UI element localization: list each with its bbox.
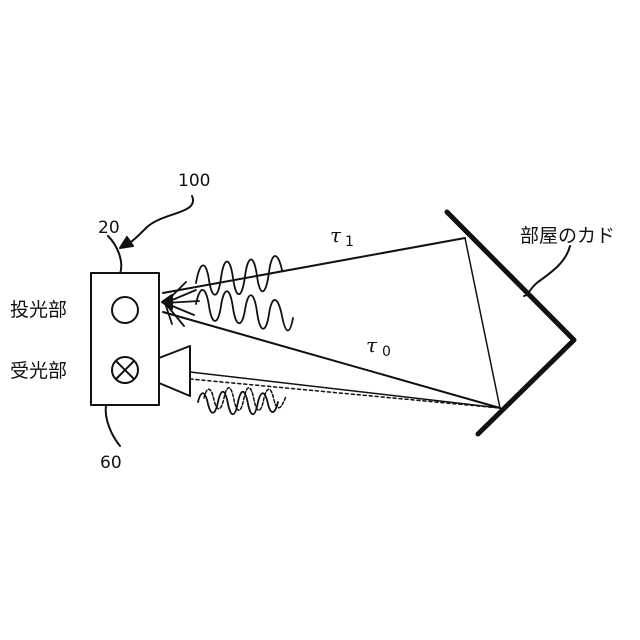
wave-reflected-lower [196,290,293,331]
lens-horn [159,346,190,396]
leader-20 [108,236,121,274]
arrowhead-100 [120,237,133,248]
path-tau1-out [163,238,465,293]
label-receiver: 受光部 [10,360,67,382]
leader-corner [524,246,570,296]
label-20: 20 [98,218,120,238]
wave-received-solid [198,392,278,415]
label-tau1-symbol: τ [330,223,342,247]
path-return-dashed [190,379,500,408]
label-100: 100 [178,171,210,191]
wave-emitted-upper [196,256,282,295]
device-box [91,273,159,405]
path-return [190,372,500,408]
label-tau1-index: 1 [345,234,354,250]
label-tau0-symbol: τ [366,333,378,357]
label-60: 60 [100,453,122,473]
label-projector: 投光部 [10,299,67,321]
wave-received-dashed [204,388,286,411]
leader-100 [128,196,193,244]
path-tau0-out [163,312,500,408]
leader-60 [106,405,120,446]
label-room-corner: 部屋のカド [520,225,615,247]
label-tau0-index: 0 [382,344,391,360]
